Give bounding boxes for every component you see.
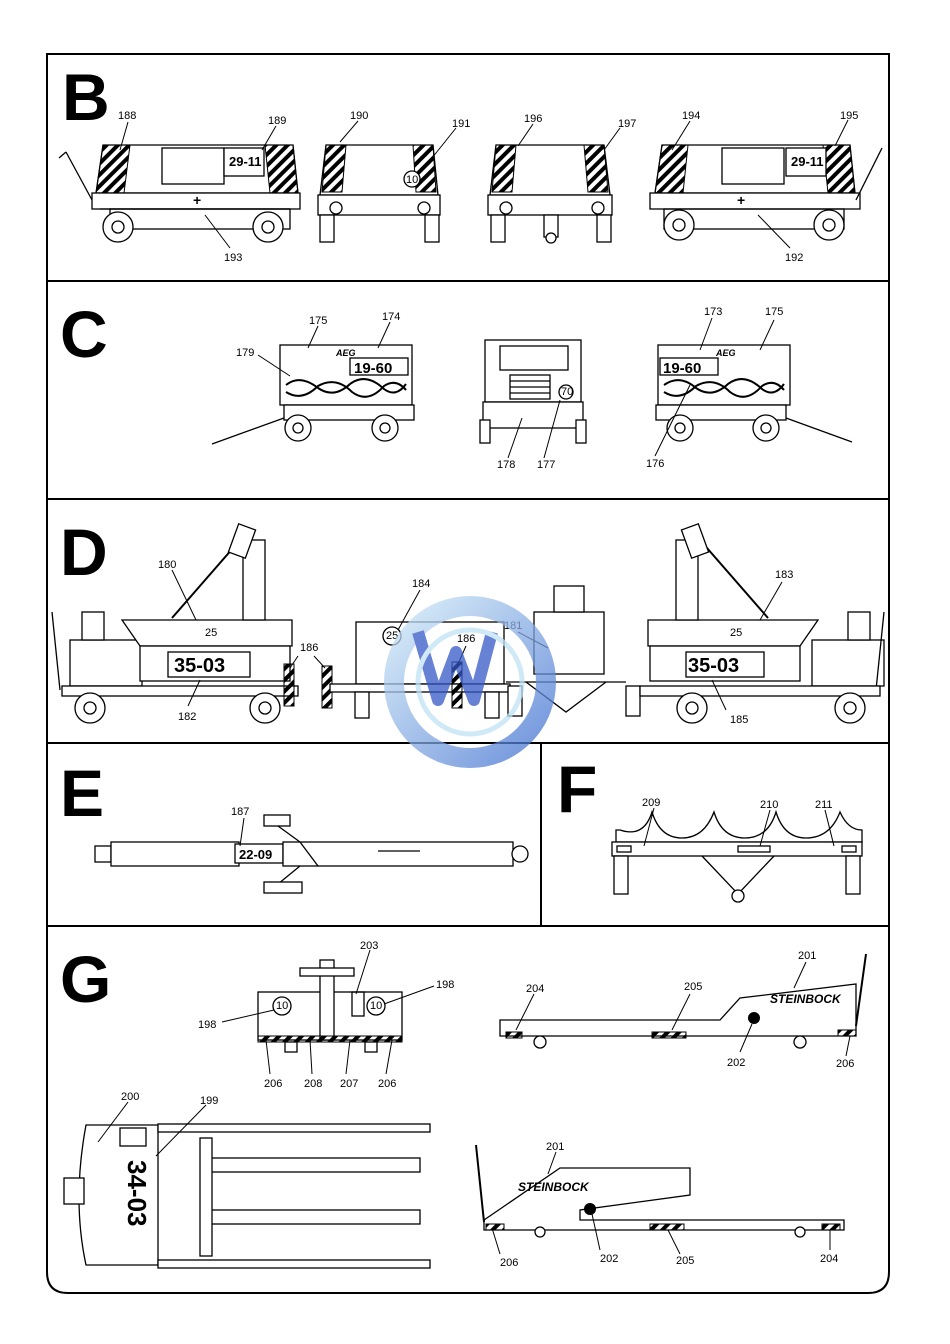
callout-198a: 198 (198, 1019, 216, 1031)
callout-178: 178 (497, 459, 515, 471)
callout-202a: 202 (727, 1057, 745, 1069)
callout-205b: 205 (676, 1255, 694, 1267)
g-top-plate: 34-03 (122, 1160, 152, 1227)
d-right-disc: 25 (730, 627, 742, 639)
callout-184: 184 (412, 578, 430, 590)
e-tow-bar: 22-09 (94, 814, 529, 894)
section-letter-d: D (60, 515, 108, 589)
c-callouts: 175 174 179 178 177 173 175 176 (236, 306, 783, 471)
d-trailer-disc: 25 (386, 630, 398, 642)
b-generator-right-side: 29-11 + (649, 144, 883, 241)
callout-206a: 206 (264, 1078, 282, 1090)
callout-179: 179 (236, 347, 254, 359)
callout-183: 183 (775, 569, 793, 581)
callout-210: 210 (760, 799, 778, 811)
callout-175b: 175 (765, 306, 783, 318)
d-crane-truck-left: 25 35-03 (51, 522, 299, 724)
g-forklift-top: 34-03 (63, 1123, 431, 1269)
svg-text:+: + (193, 192, 201, 208)
c-right-plate: 19-60 (663, 360, 701, 377)
callout-209: 209 (642, 797, 660, 809)
callout-190: 190 (350, 110, 368, 122)
g-forklift-front: 10 10 (257, 959, 403, 1053)
callout-185: 185 (730, 714, 748, 726)
g-front-disc-right: 10 (370, 1000, 382, 1012)
d-crane-truck-right: 25 35-03 (639, 522, 885, 724)
callout-173: 173 (704, 306, 722, 318)
callout-197: 197 (618, 118, 636, 130)
callout-201a: 201 (798, 950, 816, 962)
callout-201b: 201 (546, 1141, 564, 1153)
callout-204a: 204 (526, 983, 544, 995)
callout-205a: 205 (684, 981, 702, 993)
section-letter-b: B (62, 60, 110, 134)
callout-200: 200 (121, 1091, 139, 1103)
c-right-brand: AEG (715, 348, 736, 358)
svg-text:+: + (737, 192, 745, 208)
b-generator-rear: 10 (317, 144, 441, 243)
f-dolly-trailer (611, 809, 863, 903)
callout-192: 192 (785, 252, 803, 264)
callout-211: 211 (815, 799, 833, 811)
outer-frame (46, 53, 890, 1294)
b-rear-disc: 10 (406, 174, 418, 186)
callout-191: 191 (452, 118, 470, 130)
d-left-plate: 35-03 (174, 655, 225, 677)
callout-182: 182 (178, 711, 196, 723)
g-lower-brand: STEINBOCK (518, 1180, 590, 1194)
c-generator-front: 70 (479, 339, 587, 444)
callout-206b: 206 (378, 1078, 396, 1090)
callout-195: 195 (840, 110, 858, 122)
callout-208: 208 (304, 1078, 322, 1090)
c-left-brand: AEG (335, 348, 356, 358)
b-left-plate: 29-11 (229, 154, 262, 169)
callout-196: 196 (524, 113, 542, 125)
callout-207: 207 (340, 1078, 358, 1090)
callout-177: 177 (537, 459, 555, 471)
b-right-plate: 29-11 (791, 154, 824, 169)
b-callouts: 188 189 190 191 196 197 194 195 193 192 (118, 110, 858, 264)
callout-203: 203 (360, 940, 378, 952)
section-letter-e: E (60, 756, 104, 830)
b-generator-left-side: 29-11 + (58, 144, 301, 243)
b-generator-front (487, 144, 613, 244)
g-tug-side-upper: STEINBOCK (499, 953, 867, 1049)
callout-199: 199 (200, 1095, 218, 1107)
callout-198b: 198 (436, 979, 454, 991)
callout-186a: 186 (300, 642, 318, 654)
callout-186b: 186 (457, 633, 475, 645)
g-tug-side-lower: STEINBOCK (475, 1144, 845, 1238)
callout-194: 194 (682, 110, 700, 122)
watermark-logo (384, 596, 556, 768)
c-front-disc: 70 (561, 386, 573, 398)
c-left-plate: 19-60 (354, 360, 392, 377)
g-callouts: 203 198 198 206 208 207 206 201 204 205 … (97, 940, 854, 1269)
callout-180: 180 (158, 559, 176, 571)
callout-189: 189 (268, 115, 286, 127)
callout-175a: 175 (309, 315, 327, 327)
f-callouts: 209 210 211 (642, 797, 835, 847)
callout-174: 174 (382, 311, 400, 323)
callout-202b: 202 (600, 1253, 618, 1265)
d-right-plate: 35-03 (688, 655, 739, 677)
callout-204b: 204 (820, 1253, 838, 1265)
d-left-disc: 25 (205, 627, 217, 639)
callout-193: 193 (224, 252, 242, 264)
section-letter-f: F (557, 752, 597, 826)
g-front-disc-left: 10 (276, 1000, 288, 1012)
callout-176: 176 (646, 458, 664, 470)
g-upper-brand: STEINBOCK (770, 992, 842, 1006)
c-generator-right-side: AEG 19-60 (655, 344, 853, 443)
callout-188: 188 (118, 110, 136, 122)
section-letter-g: G (60, 942, 111, 1016)
c-generator-left-side: AEG 19-60 (211, 344, 415, 445)
callout-187: 187 (231, 806, 249, 818)
e-callouts: 187 (231, 806, 249, 847)
callout-206d: 206 (500, 1257, 518, 1269)
section-letter-c: C (60, 297, 108, 371)
callout-206c: 206 (836, 1058, 854, 1070)
e-tow-bar-plate: 22-09 (239, 847, 272, 862)
